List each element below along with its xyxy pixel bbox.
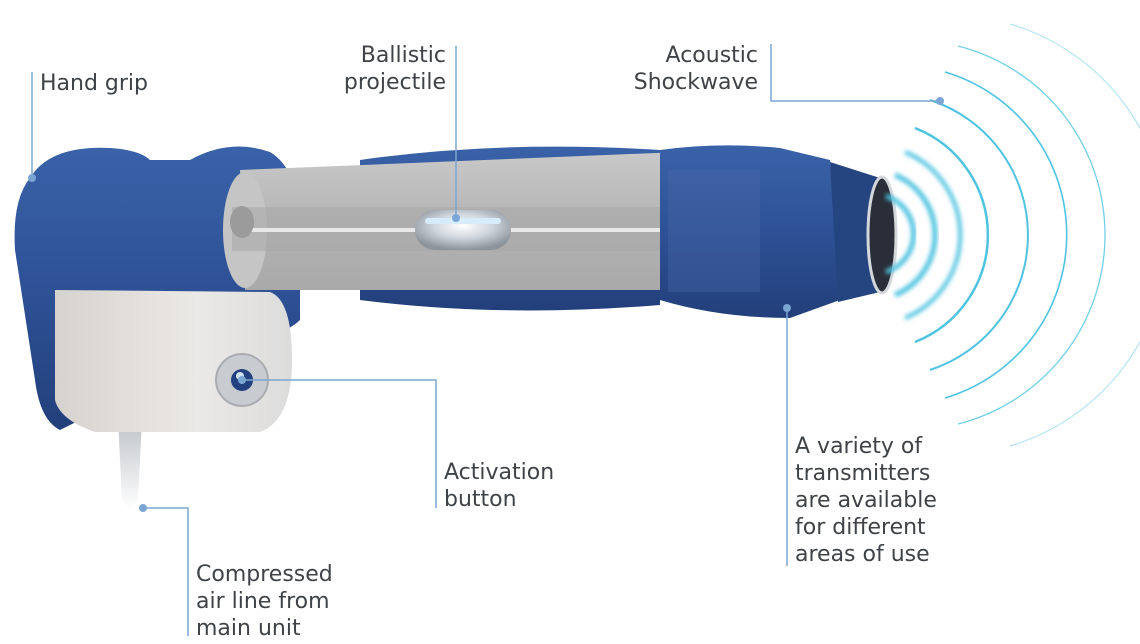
air-line-cable: [118, 420, 142, 510]
label-transmitters: A variety of transmitters are available …: [795, 434, 937, 567]
ballistic-projectile: [415, 210, 511, 250]
transmitter-collar: [830, 162, 880, 302]
front-housing: [660, 145, 840, 318]
label-acoustic-shockwave: Acoustic Shockwave: [633, 43, 758, 95]
leader-lines: [31, 44, 940, 636]
leader-dots: [28, 97, 944, 512]
shockwave-arcs: [885, 23, 1140, 447]
label-compressed-air-line: Compressed air line from main unit: [196, 562, 333, 641]
label-ballistic-projectile: Ballistic projectile: [343, 43, 446, 95]
label-activation-button: Activation button: [444, 460, 555, 512]
transmitter-tip: [866, 175, 898, 295]
label-hand-grip: Hand grip: [40, 71, 149, 96]
